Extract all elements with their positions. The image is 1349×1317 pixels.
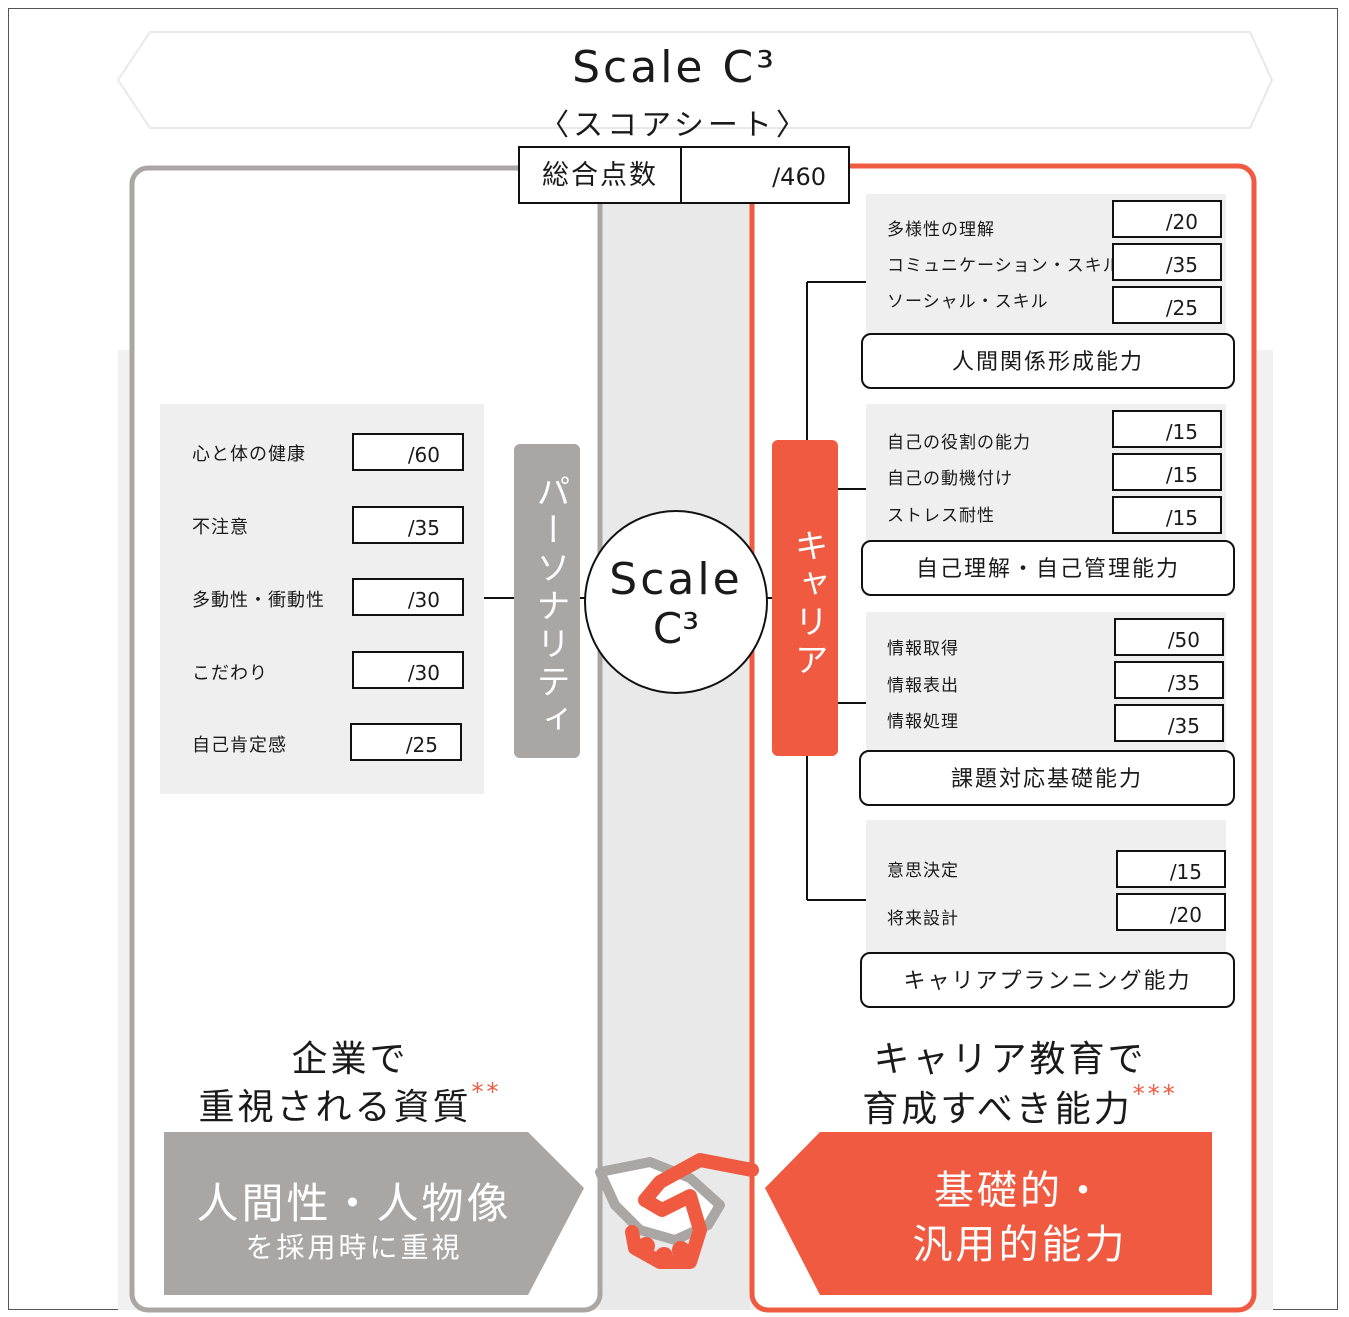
career-item-score: /35 — [1114, 704, 1224, 742]
personality-item-label: 多動性・衝動性 — [192, 590, 325, 611]
career-heading-text: 育成すべき能力 — [862, 1089, 1133, 1130]
personality-heading-text: 重視される資質 — [198, 1087, 472, 1128]
personality-item-score: /30 — [352, 651, 464, 689]
career-item-label: 将来設計 — [887, 909, 959, 929]
personality-item-score: /25 — [350, 723, 462, 761]
career-item-label: 自己の動機付け — [887, 469, 1013, 489]
career-item-label: 情報処理 — [887, 712, 959, 732]
career-item-score: /25 — [1112, 286, 1222, 324]
career-category-box: 自己理解・自己管理能力 — [861, 540, 1235, 596]
career-category-box: 人間関係形成能力 — [861, 333, 1235, 389]
career-heading-line1: キャリア教育で — [873, 1039, 1147, 1080]
career-item-label: コミュニケーション・スキル — [887, 256, 1121, 276]
total-label: 総合点数 — [518, 146, 682, 204]
center-badge — [584, 510, 768, 694]
personality-tab — [514, 444, 580, 758]
center-badge-line1: Scale — [609, 554, 743, 605]
personality-item-score: /30 — [352, 578, 464, 616]
career-item-label: 意思決定 — [887, 861, 959, 881]
personality-banner-line1: 人間性・人物像 — [196, 1179, 512, 1228]
personality-heading-line2: 重視される資質** — [150, 1078, 550, 1130]
career-item-score: /35 — [1114, 661, 1224, 699]
personality-banner-line2: を採用時に重視 — [245, 1231, 463, 1264]
career-item-label: 自己の役割の能力 — [887, 433, 1031, 453]
career-item-score: /50 — [1114, 618, 1224, 656]
career-banner-line2: 汎用的能力 — [912, 1222, 1128, 1268]
personality-item-label: 心と体の健康 — [192, 444, 306, 465]
sheet-subtitle: 〈スコアシート〉 — [539, 108, 810, 143]
career-category-box: 課題対応基礎能力 — [859, 750, 1235, 806]
personality-item-score: /35 — [352, 506, 464, 544]
center-badge-line2: C³ — [652, 604, 700, 653]
career-tab — [772, 440, 838, 756]
personality-item-score: /60 — [352, 433, 464, 471]
career-heading-mark: *** — [1132, 1080, 1178, 1108]
sheet-title: Scale C³ — [572, 42, 777, 93]
career-item-score: /35 — [1112, 243, 1222, 281]
career-item-score: /15 — [1112, 496, 1222, 534]
career-item-label: 情報取得 — [887, 639, 959, 659]
career-item-score: /15 — [1116, 850, 1226, 888]
personality-item-label: こだわり — [192, 663, 268, 684]
total-score: /460 — [680, 146, 850, 204]
career-item-label: 多様性の理解 — [887, 220, 995, 240]
career-category-box: キャリアプランニング能力 — [860, 952, 1235, 1008]
handshake-icon — [595, 1153, 759, 1269]
career-banner-line1: 基礎的・ — [934, 1168, 1106, 1214]
career-item-score: /20 — [1112, 200, 1222, 238]
personality-heading-line1: 企業で — [291, 1039, 409, 1080]
career-heading-line2: 育成すべき能力*** — [820, 1080, 1220, 1132]
career-tab-label: キャリア — [788, 528, 828, 680]
career-item-label: ストレス耐性 — [887, 506, 995, 526]
personality-item-label: 自己肯定感 — [192, 735, 287, 756]
career-item-score: /20 — [1116, 893, 1226, 931]
career-item-score: /15 — [1112, 453, 1222, 491]
career-item-label: 情報表出 — [887, 676, 959, 696]
personality-tab-label: パーソナリティ — [530, 474, 570, 740]
career-item-score: /15 — [1112, 410, 1222, 448]
career-item-label: ソーシャル・スキル — [887, 292, 1049, 312]
personality-item-label: 不注意 — [192, 517, 249, 538]
personality-heading-mark: ** — [471, 1078, 502, 1106]
